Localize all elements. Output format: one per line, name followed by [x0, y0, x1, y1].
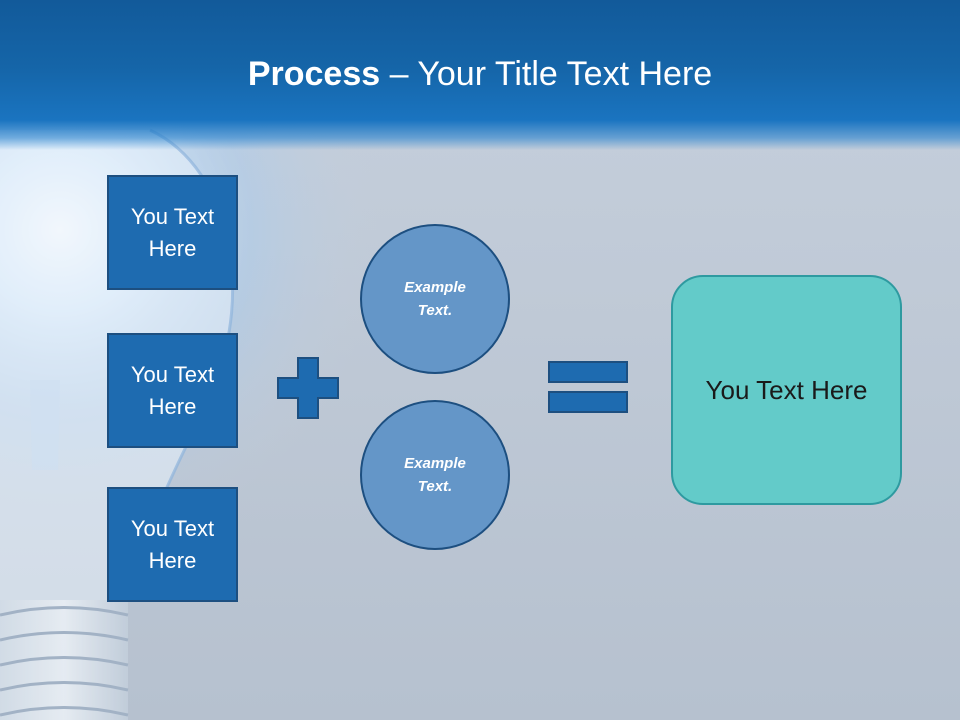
text-box-2-line1: You Text [130, 361, 215, 387]
equals-icon [548, 361, 628, 413]
text-box-2-line2: Here [148, 393, 197, 419]
result-box-label: You Text Here [705, 374, 868, 405]
example-circle-1-line1: Example [404, 279, 466, 296]
slide-title: Process – Your Title Text Here [0, 52, 960, 96]
example-circle-2-line1: Example [404, 455, 466, 472]
title-bold: Process [247, 55, 381, 93]
title-bar [0, 0, 960, 150]
text-box-1-line1: You Text [130, 203, 215, 229]
text-box-3-line1: You Text [130, 515, 215, 541]
text-box-1-line2: Here [148, 235, 197, 261]
example-circle-1-line2: Text. [417, 302, 453, 319]
text-box-3-line2: Here [148, 547, 197, 573]
example-circle-2-line2: Text. [417, 478, 453, 495]
plus-icon [277, 357, 339, 419]
result-box[interactable]: You Text Here [671, 275, 902, 505]
title-rest: – Your Title Text Here [380, 55, 713, 93]
